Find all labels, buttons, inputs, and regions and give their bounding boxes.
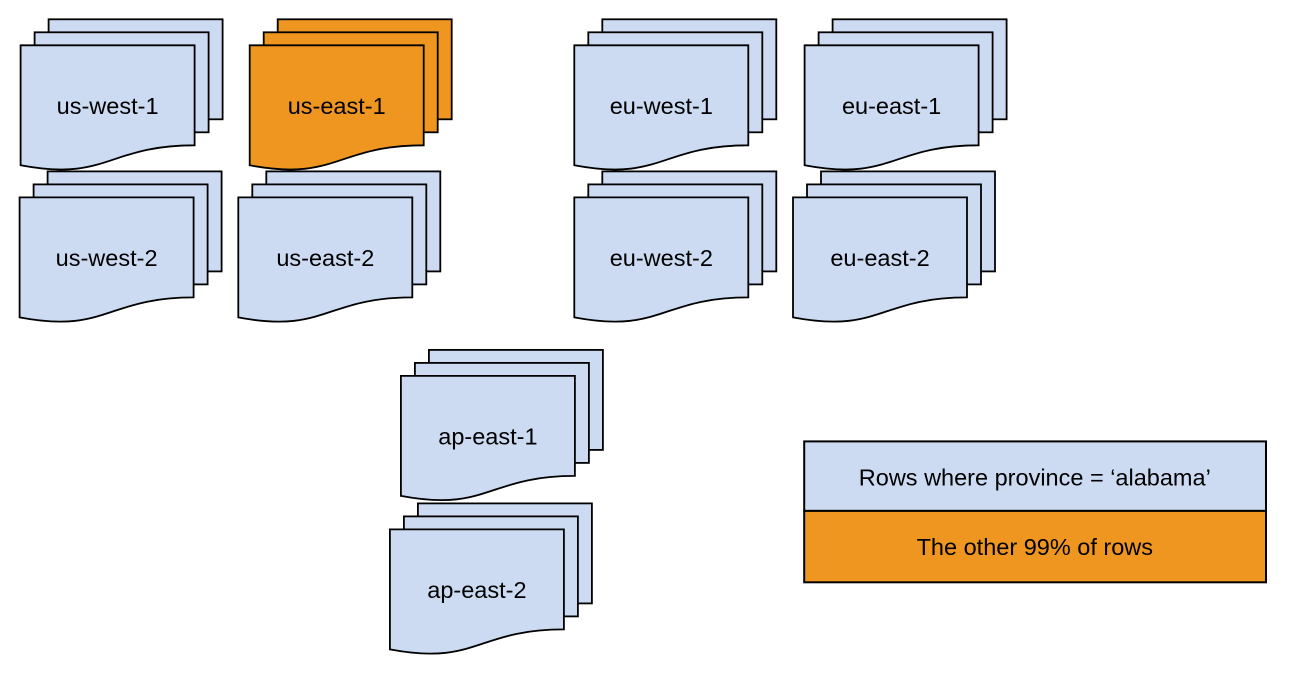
svg-text:ap-east-2: ap-east-2: [427, 577, 526, 603]
svg-text:eu-west-1: eu-west-1: [610, 93, 713, 119]
svg-text:us-east-1: us-east-1: [288, 93, 386, 119]
svg-text:eu-west-2: eu-west-2: [610, 245, 713, 271]
svg-text:ap-east-1: ap-east-1: [438, 423, 537, 449]
svg-text:eu-east-1: eu-east-1: [842, 93, 941, 119]
svg-text:us-east-2: us-east-2: [276, 245, 374, 271]
svg-text:us-west-2: us-west-2: [56, 245, 158, 271]
svg-text:us-west-1: us-west-1: [57, 93, 159, 119]
svg-text:The other 99% of rows: The other 99% of rows: [917, 534, 1153, 560]
svg-text:Rows where province = ‘alabama: Rows where province = ‘alabama’: [859, 464, 1211, 490]
svg-text:eu-east-2: eu-east-2: [830, 245, 929, 271]
